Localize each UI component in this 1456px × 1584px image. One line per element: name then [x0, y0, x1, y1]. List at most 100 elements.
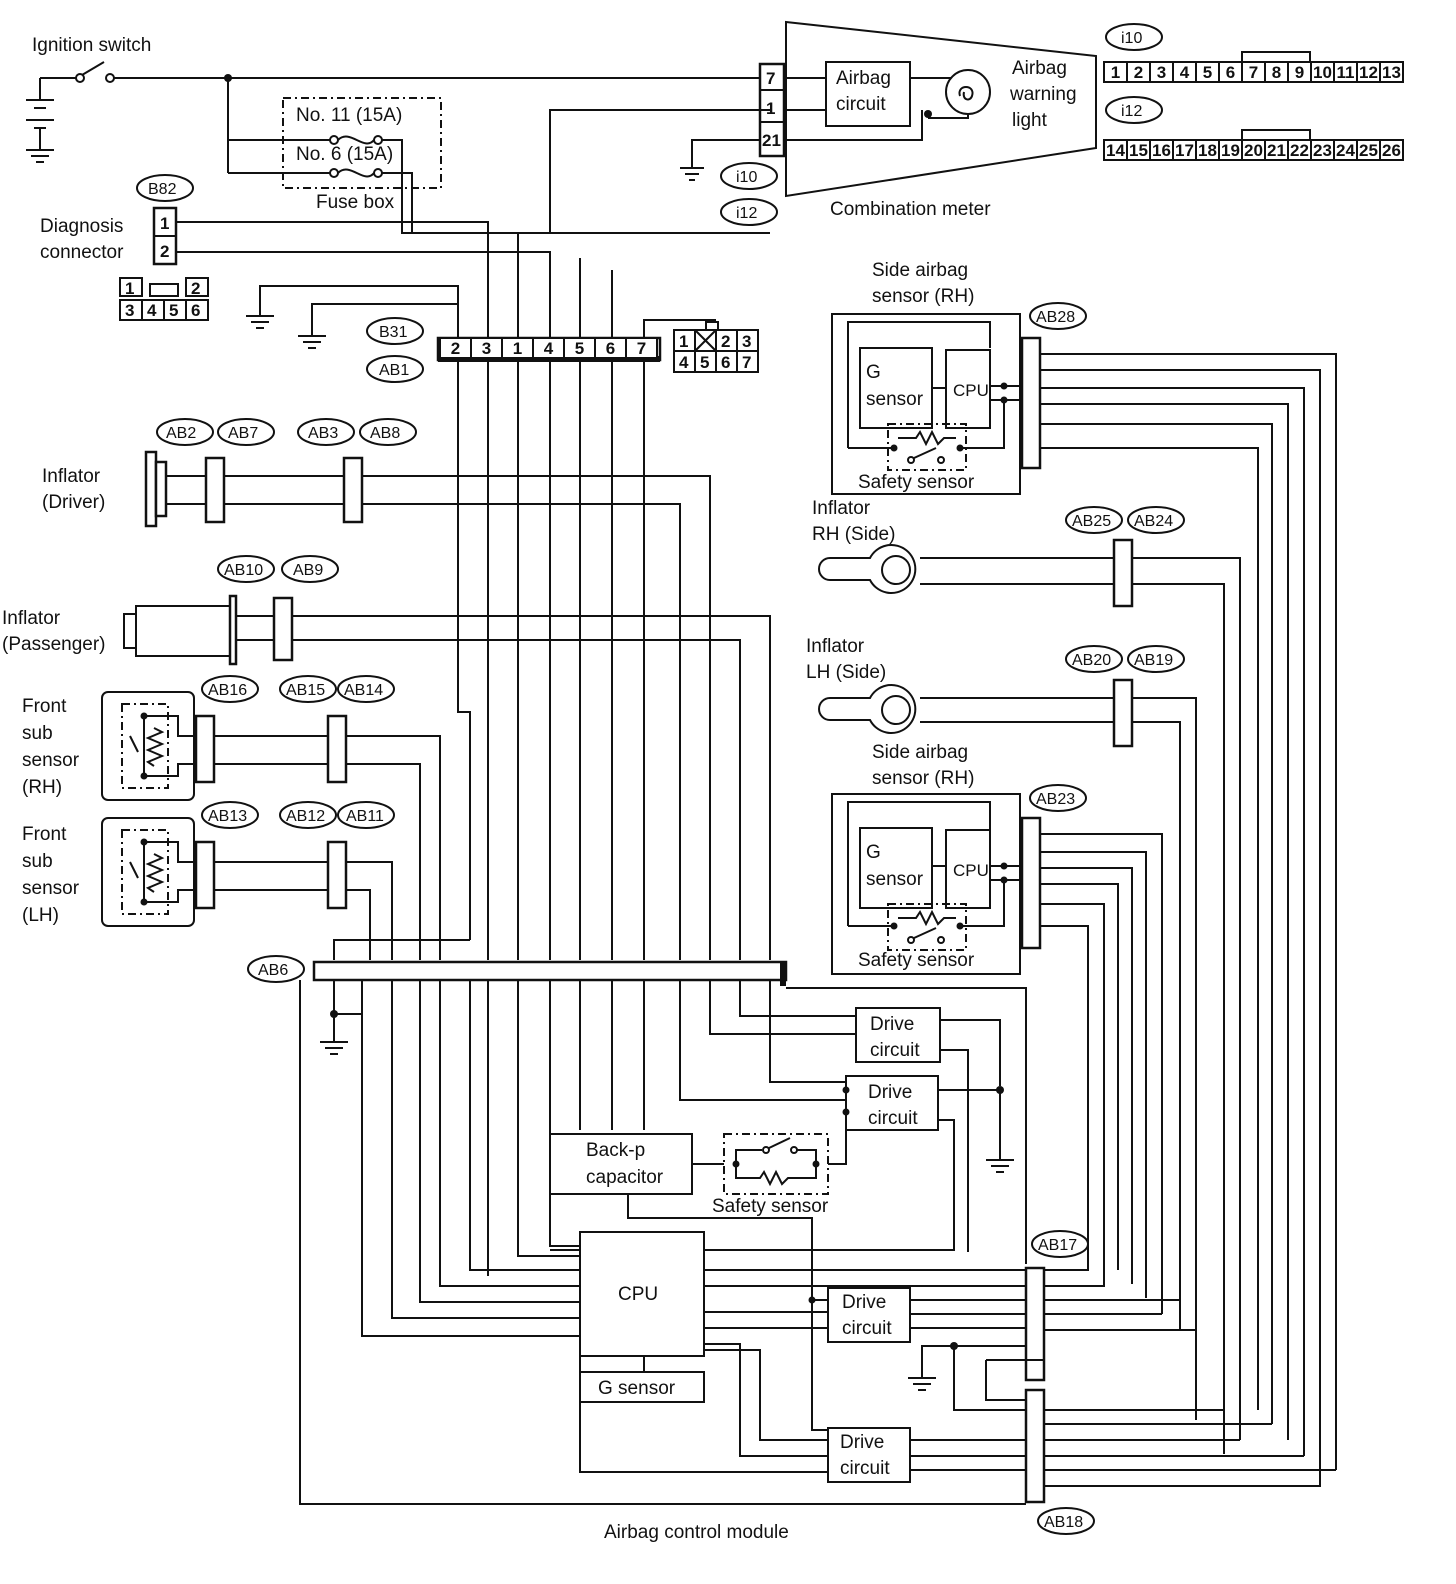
pin-cell	[1379, 61, 1404, 83]
svg-text:B82: B82	[148, 181, 177, 198]
svg-text:Drive: Drive	[842, 1292, 886, 1313]
svg-text:AB25: AB25	[1072, 513, 1111, 530]
svg-text:sensor: sensor	[22, 750, 80, 771]
svg-text:6: 6	[191, 301, 200, 320]
ab17-tag: AB17	[1031, 1230, 1089, 1258]
ab7-tag: AB7	[217, 418, 275, 446]
svg-text:Airbag: Airbag	[836, 68, 891, 89]
svg-text:warning: warning	[1009, 84, 1077, 105]
svg-text:sub: sub	[22, 723, 53, 744]
svg-text:Safety sensor: Safety sensor	[858, 950, 975, 971]
svg-text:3: 3	[742, 332, 751, 351]
pin-label: 12	[1359, 63, 1378, 82]
svg-text:Front: Front	[22, 696, 67, 717]
pin-label: 4	[544, 339, 554, 358]
pin-label: 8	[1272, 63, 1281, 82]
ab10-tag: AB10	[217, 555, 275, 583]
svg-text:Back-p: Back-p	[586, 1140, 645, 1161]
svg-text:6: 6	[721, 353, 730, 372]
ab28-tag: AB28	[1029, 302, 1087, 330]
pin-label: 19	[1221, 141, 1240, 160]
pin-label: 15	[1129, 141, 1148, 160]
svg-text:sensor: sensor	[866, 869, 924, 890]
pin-label: 13	[1382, 63, 1401, 82]
pin-label: 21	[1267, 141, 1286, 160]
svg-text:7: 7	[742, 353, 751, 372]
ab6-tag: AB6	[247, 955, 305, 983]
svg-text:connector: connector	[40, 242, 124, 263]
svg-text:AB14: AB14	[344, 682, 383, 699]
fuse-6-label: No. 6 (15A)	[296, 144, 393, 165]
svg-text:i12: i12	[1121, 103, 1142, 120]
pin-label: 1	[513, 339, 522, 358]
svg-text:(Passenger): (Passenger)	[2, 634, 106, 655]
ab24-tag: AB24	[1127, 506, 1185, 534]
svg-text:5: 5	[169, 301, 178, 320]
svg-text:2: 2	[721, 332, 730, 351]
svg-text:1: 1	[160, 214, 169, 233]
svg-text:circuit: circuit	[870, 1040, 920, 1061]
ab25-tag: AB25	[1065, 506, 1123, 534]
drive-circuit-2	[845, 1075, 939, 1131]
pin-label: 16	[1152, 141, 1171, 160]
front-sub-sensor-rh: Front sub sensor (RH) AB16 AB15 AB14	[22, 675, 395, 801]
pin-label: 1	[1111, 63, 1120, 82]
ab19-tag: AB19	[1127, 645, 1185, 673]
svg-text:sub: sub	[22, 851, 53, 872]
ground-symbols-top	[246, 285, 459, 349]
svg-text:circuit: circuit	[840, 1458, 890, 1479]
ab15-tag: AB15	[279, 675, 337, 703]
inflator-driver: Inflator (Driver) AB2 AB7 AB3 AB8	[42, 418, 417, 528]
trunk-wires	[292, 109, 771, 960]
svg-text:2: 2	[191, 279, 200, 298]
svg-text:Safety sensor: Safety sensor	[712, 1196, 829, 1217]
svg-text:LH (Side): LH (Side)	[806, 662, 886, 683]
svg-text:Drive: Drive	[840, 1432, 884, 1453]
pin-label: 4	[1180, 63, 1190, 82]
svg-text:G sensor: G sensor	[598, 1378, 676, 1399]
ab16-tag: AB16	[201, 675, 259, 703]
svg-text:i10: i10	[736, 169, 757, 186]
pin-label: 2	[451, 339, 460, 358]
svg-text:G: G	[866, 362, 881, 383]
svg-text:Drive: Drive	[868, 1082, 912, 1103]
side-airbag-sensor-bottom: Side airbag sensor (RH) G sensor CPU Saf…	[831, 742, 1163, 1314]
drive-circuit-4	[827, 1427, 911, 1483]
pin-label: 2	[1134, 63, 1143, 82]
pin-label: 7	[1249, 63, 1258, 82]
svg-text:AB17: AB17	[1038, 1237, 1077, 1254]
svg-text:5: 5	[700, 353, 709, 372]
airbag-circuit-box	[825, 61, 911, 127]
module-g-sensor	[579, 1371, 705, 1403]
svg-text:Front: Front	[22, 824, 67, 845]
ignition-switch: Ignition switch	[26, 35, 770, 163]
fuse-box-label: Fuse box	[316, 192, 395, 213]
svg-text:1: 1	[125, 279, 134, 298]
svg-text:AB18: AB18	[1044, 1514, 1083, 1531]
svg-text:sensor (RH): sensor (RH)	[872, 286, 974, 307]
svg-text:(Driver): (Driver)	[42, 492, 105, 513]
airbag-control-module: Drive circuit Drive circuit Back-p capac…	[299, 980, 1336, 1543]
svg-text:AB10: AB10	[224, 562, 263, 579]
ab18-tag: AB18	[1037, 1507, 1095, 1535]
svg-text:Diagnosis: Diagnosis	[40, 216, 123, 237]
module-cpu	[579, 1231, 705, 1357]
diagnosis-connector: B82 Diagnosis connector 1 2 1 2 3 4 5 6	[40, 174, 551, 338]
ab8-tag: AB8	[359, 418, 417, 446]
svg-text:2: 2	[160, 242, 169, 261]
svg-text:CPU: CPU	[953, 861, 989, 880]
svg-text:21: 21	[762, 131, 781, 150]
pin-label: 5	[575, 339, 584, 358]
combination-meter: 7 1 21 Airbag circuit Airbag warning lig…	[680, 20, 1097, 226]
svg-text:AB15: AB15	[286, 682, 325, 699]
svg-text:Side airbag: Side airbag	[872, 260, 968, 281]
svg-text:1: 1	[766, 99, 775, 118]
svg-text:AB28: AB28	[1036, 309, 1075, 326]
fuse-box: No. 11 (15A) No. 6 (15A) Fuse box	[224, 74, 770, 234]
svg-text:sensor: sensor	[866, 389, 924, 410]
svg-text:Safety sensor: Safety sensor	[858, 472, 975, 493]
pin-label: 7	[637, 339, 646, 358]
ab13-tag: AB13	[201, 801, 259, 829]
front-sub-sensor-lh: Front sub sensor (LH) AB13 AB12 AB11	[22, 801, 395, 927]
